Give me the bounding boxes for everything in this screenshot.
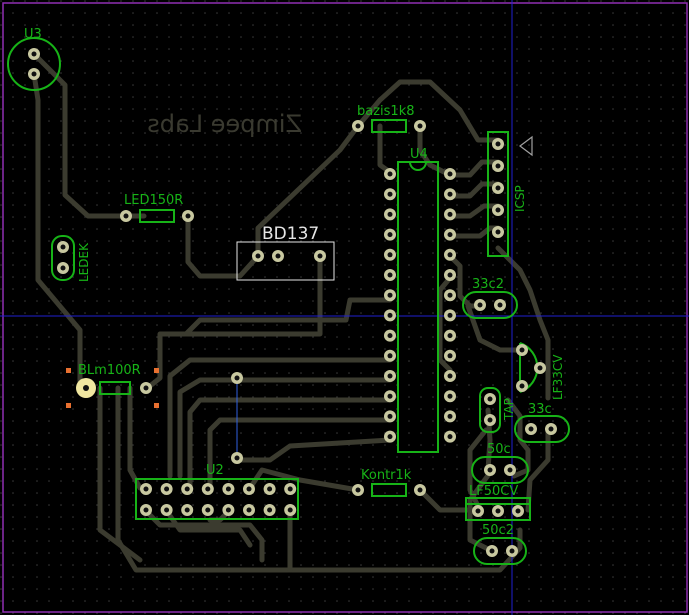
label-tap: TAP xyxy=(502,398,516,421)
pad-hole xyxy=(387,373,393,379)
jumper-pads[interactable] xyxy=(231,372,243,464)
label-bd137: BD137 xyxy=(262,224,319,244)
label-blm100r: BLm100R xyxy=(78,363,141,378)
label-u2: U2 xyxy=(206,463,224,478)
component-33c[interactable]: 33c xyxy=(514,402,570,443)
pad-hole xyxy=(495,229,501,235)
pad-hole xyxy=(387,413,393,419)
pad-hole xyxy=(246,507,252,513)
selection-handle[interactable] xyxy=(154,403,159,408)
pad-hole xyxy=(387,171,393,177)
pad-hole xyxy=(387,312,393,318)
pad-hole xyxy=(387,353,393,359)
pad-hole xyxy=(387,191,393,197)
pad-hole xyxy=(205,486,211,492)
pad-hole xyxy=(164,507,170,513)
pad-hole xyxy=(447,333,453,339)
label-33c2: 33c2 xyxy=(472,277,504,292)
pad-hole xyxy=(447,191,453,197)
pad-hole xyxy=(495,185,501,191)
label-bazis1k8: bazis1k8 xyxy=(357,104,415,119)
pad-hole xyxy=(205,507,211,513)
pad-hole xyxy=(447,211,453,217)
label-led150r: LED150R xyxy=(124,193,183,208)
pad-hole xyxy=(387,434,393,440)
pad-hole xyxy=(143,507,149,513)
pad-hole xyxy=(387,272,393,278)
pad-hole xyxy=(495,207,501,213)
pad-hole xyxy=(267,486,273,492)
pad-hole xyxy=(447,292,453,298)
label-u4: U4 xyxy=(410,147,428,162)
pad-hole xyxy=(143,486,149,492)
label-icsp: ICSP xyxy=(513,185,527,212)
pad-hole xyxy=(184,486,190,492)
component-blm100r[interactable]: BLm100R xyxy=(66,363,159,408)
component-u2[interactable]: U2 xyxy=(135,463,299,520)
pad-hole xyxy=(447,373,453,379)
pad-hole xyxy=(287,507,293,513)
pad-hole xyxy=(387,232,393,238)
component-bd137[interactable]: BD137 xyxy=(236,224,335,281)
pad-hole xyxy=(447,272,453,278)
mirrored-board-title: Zimpee Labs xyxy=(147,110,302,138)
pad-hole xyxy=(447,434,453,440)
pad-hole xyxy=(387,393,393,399)
component-33c2[interactable]: 33c2 xyxy=(462,277,518,319)
selection-handle[interactable] xyxy=(66,368,71,373)
pad-hole xyxy=(447,353,453,359)
label-ledek: LEDEK xyxy=(77,242,91,282)
component-u4[interactable]: U4 xyxy=(384,147,456,453)
label-lf33cv: LF33CV xyxy=(551,354,565,400)
pin1-marker-icon xyxy=(519,135,533,157)
component-50c[interactable]: 50c xyxy=(471,442,529,484)
selection-handle[interactable] xyxy=(154,368,159,373)
pad-hole xyxy=(267,507,273,513)
label-lf50cv: LF50CV xyxy=(469,484,518,499)
component-tap[interactable]: TAP xyxy=(479,387,516,433)
label-50c: 50c xyxy=(487,442,511,457)
pad-hole xyxy=(495,163,501,169)
pad-hole xyxy=(447,393,453,399)
component-icsp[interactable]: ICSP xyxy=(487,131,533,257)
component-bazis1k8[interactable]: bazis1k8 xyxy=(352,104,426,133)
pad-hole xyxy=(164,486,170,492)
label-50c2: 50c2 xyxy=(482,523,514,538)
label-33c: 33c xyxy=(528,402,552,417)
pad-hole xyxy=(447,252,453,258)
pad-hole xyxy=(184,507,190,513)
component-kontr1k[interactable]: Kontr1k xyxy=(352,468,426,497)
pad-hole xyxy=(447,312,453,318)
pad-hole xyxy=(387,252,393,258)
selection-handle[interactable] xyxy=(66,403,71,408)
component-u3[interactable]: U3 xyxy=(7,27,61,91)
pad-hole xyxy=(387,211,393,217)
component-lf50cv[interactable]: LF50CV xyxy=(465,484,531,521)
pad-hole xyxy=(246,486,252,492)
component-lf33cv[interactable]: LF33CV xyxy=(516,342,565,400)
pad-hole xyxy=(447,171,453,177)
label-kontr1k: Kontr1k xyxy=(361,468,412,483)
pad-hole xyxy=(387,292,393,298)
component-led150r[interactable]: LED150R xyxy=(120,193,194,223)
pad-hole xyxy=(287,486,293,492)
pad-hole xyxy=(387,333,393,339)
pad-hole xyxy=(225,486,231,492)
pad-hole xyxy=(495,141,501,147)
component-ledek[interactable]: LEDEK xyxy=(51,235,91,282)
label-u3: U3 xyxy=(24,27,42,42)
pad-hole xyxy=(447,413,453,419)
component-50c2[interactable]: 50c2 xyxy=(473,523,527,565)
pad-hole xyxy=(447,232,453,238)
pad-hole xyxy=(225,507,231,513)
